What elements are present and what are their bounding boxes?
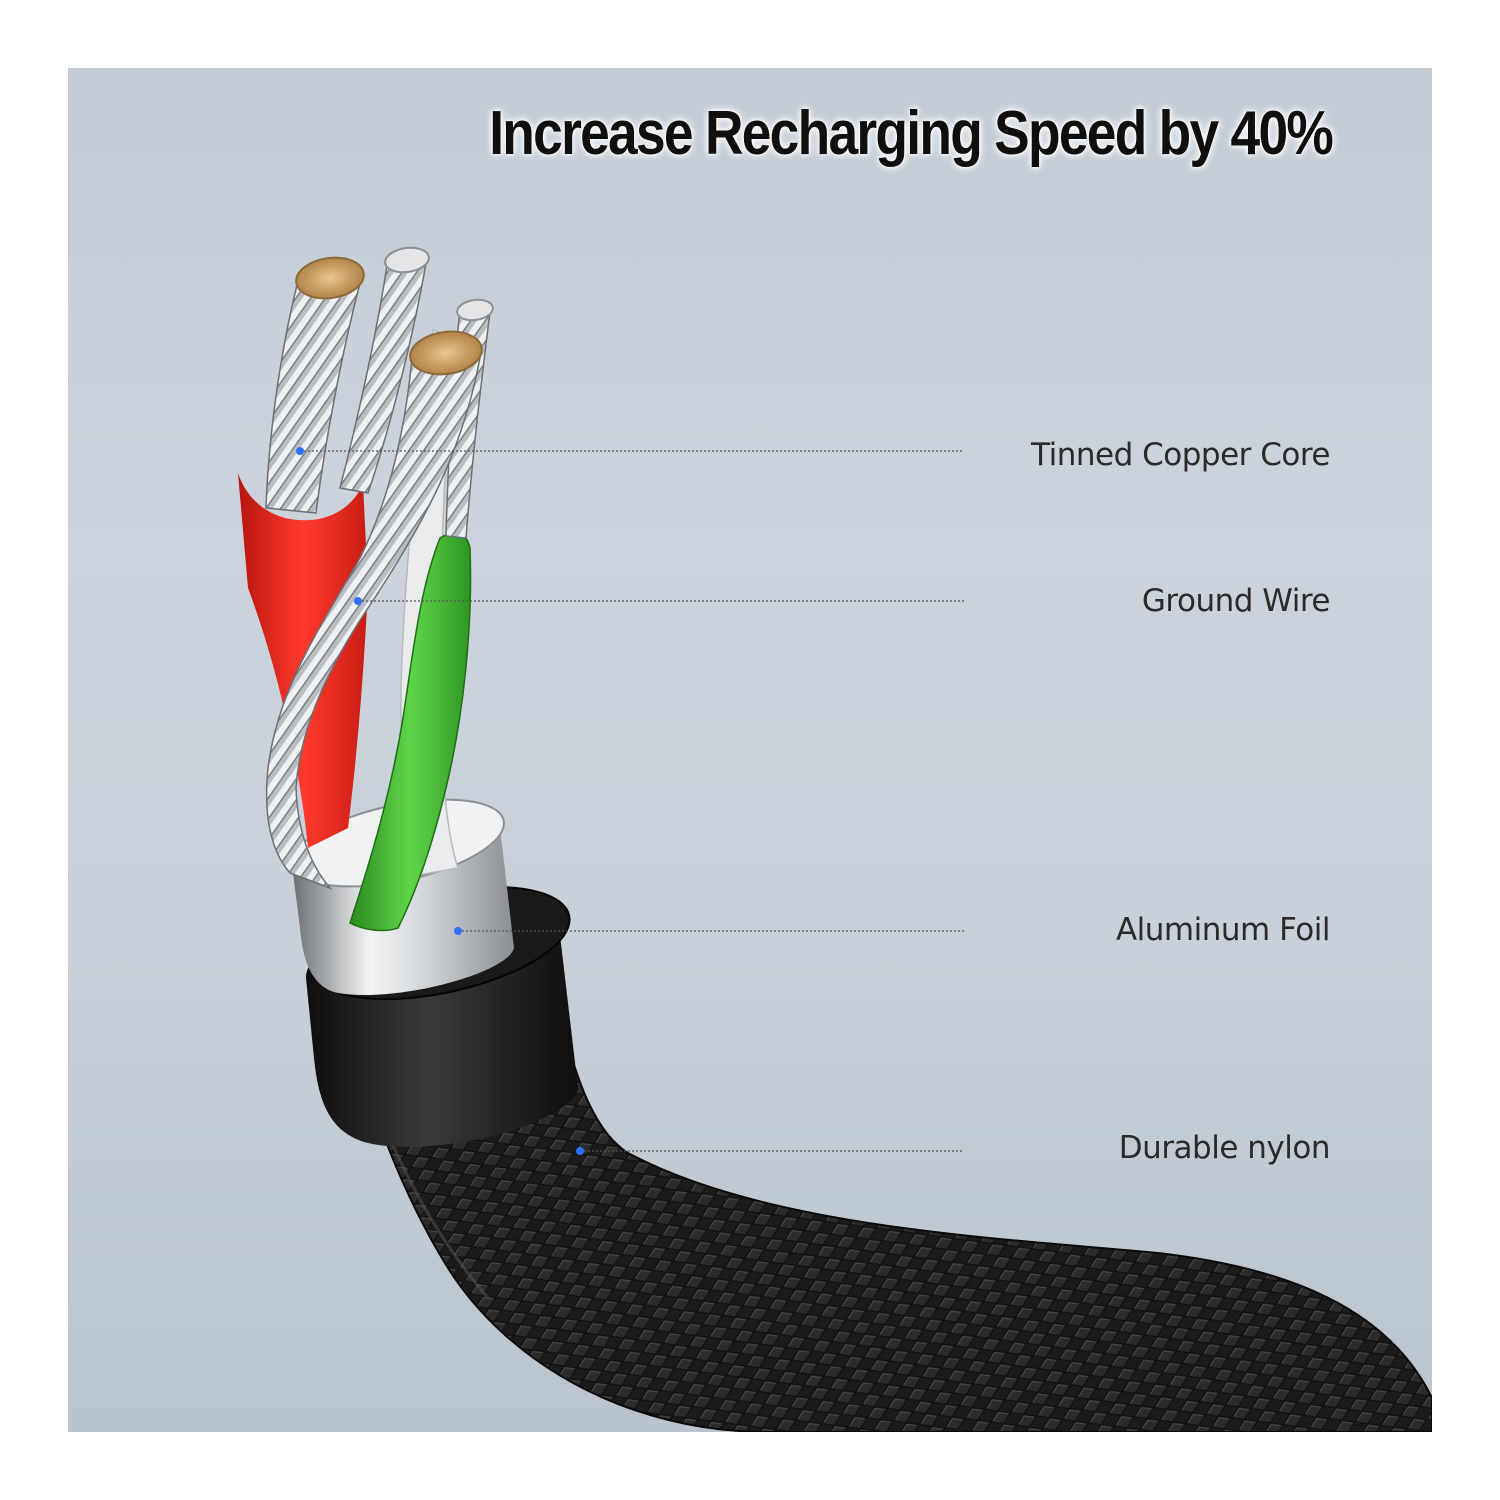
callout-label-aluminum-foil: Aluminum Foil bbox=[1115, 912, 1331, 948]
tinned-copper-strand-a bbox=[265, 272, 361, 514]
callout-label-ground-wire: Ground Wire bbox=[1141, 583, 1331, 619]
headline: Increase Recharging Speed by 40% bbox=[489, 99, 1334, 168]
marker-dot-aluminum-foil bbox=[454, 927, 462, 935]
green-ground-wire bbox=[349, 532, 472, 932]
nylon-braid-jacket bbox=[336, 956, 1432, 1432]
tinned-copper-strand-d bbox=[265, 347, 481, 890]
marker-dot-tinned-copper-core bbox=[296, 447, 304, 455]
callout-label-tinned-copper-core: Tinned Copper Core bbox=[1031, 437, 1330, 473]
marker-dot-durable-nylon bbox=[576, 1147, 584, 1155]
product-diagram-panel: Increase Recharging Speed by 40% Tinned … bbox=[68, 68, 1432, 1432]
callout-label-durable-nylon: Durable nylon bbox=[1118, 1130, 1331, 1166]
marker-dot-ground-wire bbox=[354, 597, 362, 605]
cable-cross-section-illustration bbox=[238, 246, 1432, 1432]
tinned-copper-strand-b bbox=[339, 257, 427, 494]
